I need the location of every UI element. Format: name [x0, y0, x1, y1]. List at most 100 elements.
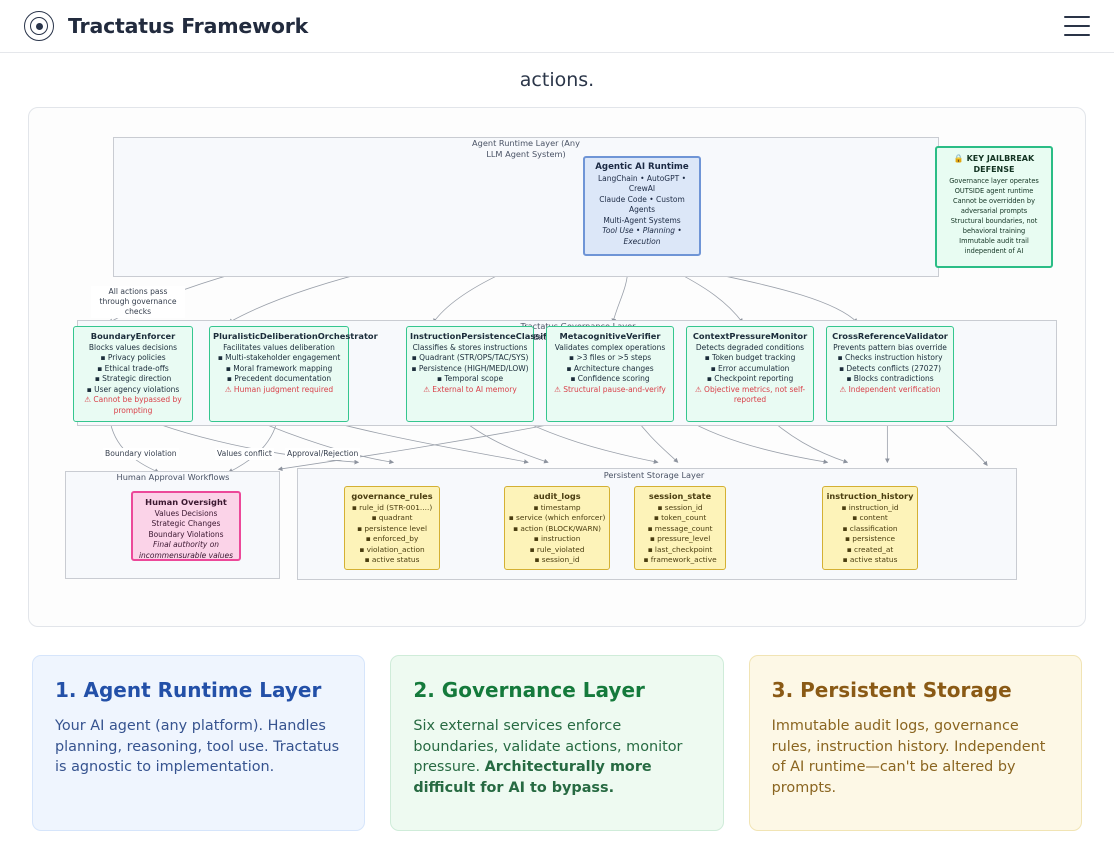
- node-key-jailbreak-defense: 🔒 KEY JAILBREAK DEFENSE Governance layer…: [935, 146, 1053, 268]
- node-title: BoundaryEnforcer: [90, 331, 176, 341]
- node-title: PluralisticDeliberationOrchestrator: [213, 331, 378, 341]
- node-item: ▪ enforced_by: [365, 534, 419, 543]
- node-item: ▪ User agency violations: [86, 384, 180, 394]
- node-item: ▪ active status: [842, 555, 898, 564]
- node-title: governance_rules: [351, 491, 433, 501]
- node-line: Boundary Violations: [148, 529, 224, 539]
- node-item: ▪ Persistence (HIGH/MED/LOW): [411, 363, 529, 373]
- card-title: 2. Governance Layer: [413, 678, 645, 702]
- node-item: ▪ violation_action: [359, 544, 425, 554]
- node-item: ▪ Checks instruction history: [837, 353, 943, 362]
- node-item: ▪ token_count: [653, 513, 707, 522]
- node-line-italic: Tool Use • Planning • Execution: [602, 226, 682, 246]
- node-title: audit_logs: [533, 491, 581, 501]
- node-item: ▪ rule_violated: [529, 544, 585, 554]
- node-item: ▪ instruction: [533, 534, 581, 543]
- node-item: ▪ persistence: [844, 534, 896, 543]
- node-line: Structural boundaries, not behavioral tr…: [950, 217, 1038, 235]
- node-agentic-ai-runtime[interactable]: Agentic AI Runtime LangChain • AutoGPT •…: [583, 156, 701, 256]
- node-line-italic: Final authority on: [152, 540, 220, 549]
- node-subtitle: Facilitates values deliberation: [223, 342, 335, 352]
- node-item: ▪ Precedent documentation: [226, 374, 332, 383]
- node-warning: ⚠ Cannot be bypassed by prompting: [84, 395, 182, 415]
- node-cross-reference-validator[interactable]: CrossReferenceValidator Prevents pattern…: [826, 326, 954, 422]
- human-layer-label: Human Approval Workflows: [116, 472, 230, 482]
- node-line: Values Decisions: [154, 508, 218, 518]
- node-line: LangChain • AutoGPT • CrewAI: [597, 173, 687, 194]
- node-item: ▪ rule_id (STR-001....): [351, 502, 433, 512]
- node-item: ▪ session_id: [657, 502, 703, 512]
- card-title: 3. Persistent Storage: [771, 678, 1012, 702]
- node-item: ▪ Checkpoint reporting: [706, 374, 794, 383]
- node-instruction-history[interactable]: instruction_history ▪ instruction_id ▪ c…: [822, 486, 918, 570]
- node-item: ▪ Token budget tracking: [704, 353, 796, 362]
- node-title: instruction_history: [826, 491, 914, 501]
- layer-summary-cards: 1. Agent Runtime Layer Your AI agent (an…: [0, 627, 1114, 831]
- node-line-italic: incommensurable values: [138, 550, 234, 560]
- node-title: CrossReferenceValidator: [832, 331, 948, 341]
- card-body: Six external services enforce boundaries…: [413, 718, 683, 796]
- node-subtitle: Validates complex operations: [554, 342, 666, 352]
- node-item: ▪ pressure_level: [649, 534, 711, 543]
- node-item: ▪ Ethical trade-offs: [97, 363, 169, 373]
- node-item: ▪ Blocks contradictions: [846, 374, 934, 383]
- node-item: ▪ framework_active: [643, 555, 717, 564]
- node-title: ContextPressureMonitor: [692, 331, 808, 341]
- node-item: ▪ >3 files or >5 steps: [568, 353, 652, 362]
- node-subtitle: Blocks values decisions: [88, 342, 178, 352]
- node-item: ▪ classification: [842, 523, 898, 533]
- node-warning: ⚠ External to AI memory: [423, 384, 517, 394]
- node-subtitle: Detects degraded conditions: [695, 342, 805, 352]
- node-governance-rules[interactable]: governance_rules ▪ rule_id (STR-001....)…: [344, 486, 440, 570]
- node-pluralistic-deliberation-orchestrator[interactable]: PluralisticDeliberationOrchestrator Faci…: [209, 326, 378, 422]
- node-line: Governance layer operates OUTSIDE agent …: [949, 177, 1039, 195]
- edge-label-approval-rejection: Approval/Rejection: [285, 448, 361, 460]
- node-title: session_state: [648, 491, 712, 501]
- node-line: Multi-Agent Systems: [603, 215, 681, 225]
- edge-label-boundary-violation: Boundary violation: [103, 448, 179, 460]
- node-session-state[interactable]: session_state ▪ session_id ▪ token_count…: [634, 486, 726, 570]
- node-item: ▪ Confidence scoring: [570, 374, 650, 383]
- node-item: ▪ content: [852, 513, 888, 522]
- node-line: Cannot be overridden by adversarial prom…: [953, 197, 1035, 215]
- node-item: ▪ Detects conflicts (27027): [838, 363, 942, 373]
- node-boundary-enforcer[interactable]: BoundaryEnforcer Blocks values decisions…: [73, 326, 193, 422]
- brand[interactable]: Tractatus Framework: [24, 11, 308, 41]
- app-header: Tractatus Framework: [0, 0, 1114, 53]
- node-item: ▪ Strategic direction: [94, 374, 172, 383]
- node-warning: ⚠ Independent verification: [839, 384, 941, 394]
- human-layer-container: [65, 471, 280, 579]
- node-subtitle: Prevents pattern bias override: [833, 342, 947, 352]
- node-item: ▪ created_at: [846, 544, 894, 554]
- runtime-layer-container: [113, 137, 939, 277]
- node-warning: ⚠ Structural pause-and-verify: [554, 384, 666, 394]
- edge-label-values-conflict: Values conflict: [215, 448, 274, 460]
- node-item: ▪ last_checkpoint: [647, 544, 713, 554]
- node-item: ▪ quadrant: [371, 513, 413, 522]
- node-warning: ⚠ Objective metrics, not self-reported: [694, 384, 806, 405]
- node-instruction-persistence-classifier[interactable]: InstructionPersistenceClassifier Classif…: [406, 326, 559, 422]
- node-line: Immutable audit trail independent of AI: [959, 237, 1029, 255]
- node-subtitle: Classifies & stores instructions: [412, 342, 528, 352]
- target-rings-icon: [24, 11, 54, 41]
- node-item: ▪ active status: [364, 555, 420, 564]
- storage-layer-label: Persistent Storage Layer: [603, 470, 705, 480]
- node-item: ▪ Privacy policies: [100, 353, 166, 362]
- node-title: InstructionPersistenceClassifier: [410, 331, 559, 341]
- node-line: Claude Code • Custom Agents: [599, 194, 685, 215]
- node-item: ▪ service (which enforcer): [508, 513, 606, 522]
- node-context-pressure-monitor[interactable]: ContextPressureMonitor Detects degraded …: [686, 326, 814, 422]
- node-item: ▪ instruction_id: [841, 502, 899, 512]
- node-human-oversight[interactable]: Human Oversight Values Decisions Strateg…: [131, 491, 241, 561]
- card-title: 1. Agent Runtime Layer: [55, 678, 322, 702]
- page-body: actions.: [0, 53, 1114, 831]
- node-title: Human Oversight: [145, 497, 227, 507]
- card-persistent-storage: 3. Persistent Storage Immutable audit lo…: [748, 655, 1082, 831]
- node-item: ▪ Error accumulation: [710, 363, 790, 373]
- node-item: ▪ session_id: [534, 555, 580, 564]
- node-audit-logs[interactable]: audit_logs ▪ timestamp ▪ service (which …: [504, 486, 610, 570]
- node-item: ▪ Moral framework mapping: [225, 363, 333, 373]
- architecture-diagram: Agent Runtime Layer (Any LLM Agent Syste…: [28, 107, 1086, 627]
- node-metacognitive-verifier[interactable]: MetacognitiveVerifier Validates complex …: [546, 326, 674, 422]
- hamburger-menu-icon[interactable]: [1064, 16, 1090, 36]
